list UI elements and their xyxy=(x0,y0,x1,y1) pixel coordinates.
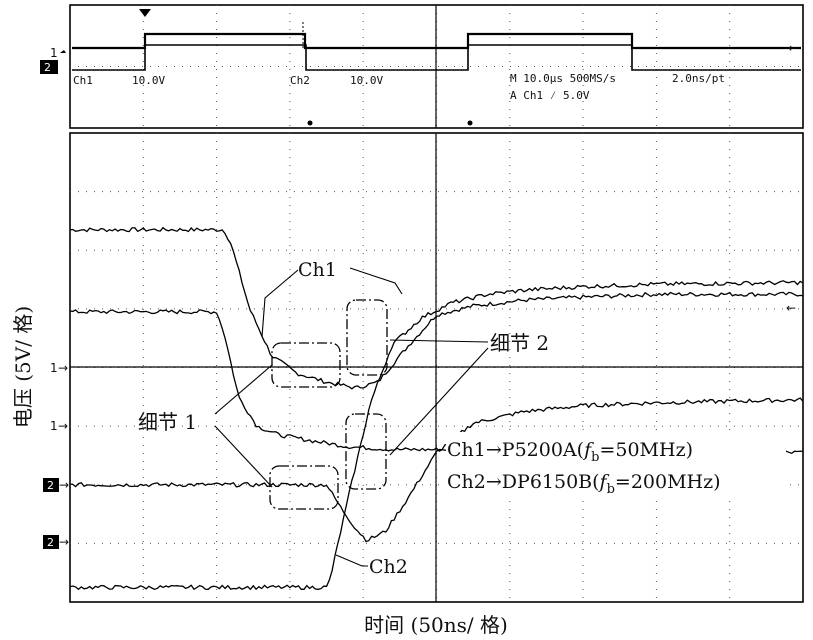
trace-series-3 xyxy=(69,280,804,591)
overview-marker-2: 2 xyxy=(44,61,51,74)
readout-trigger: A Ch1 ⁄ 5.0V xyxy=(510,89,590,102)
marker-2a: 2 xyxy=(47,479,54,492)
y-axis-label: 电压 (5V/ 格) xyxy=(11,306,35,428)
overview-marker-1: 1 xyxy=(50,46,58,60)
detail-2-box-upper xyxy=(346,299,388,376)
detail-2-box-lower xyxy=(345,413,387,490)
trace-series-0 xyxy=(69,226,804,390)
legend-ch2-f: f xyxy=(598,471,610,493)
label-detail-1: 细节 1 xyxy=(138,410,197,434)
label-ch2: Ch2 xyxy=(369,556,408,578)
marker-1a: 1 xyxy=(50,361,58,375)
label-ch1: Ch1 xyxy=(298,259,337,281)
readout-ch1-scale: 10.0V xyxy=(132,74,165,87)
annotation-leaders xyxy=(214,267,489,567)
svg-text:→: → xyxy=(58,361,68,375)
marker-1b: 1 xyxy=(50,419,58,433)
readout-ch1: Ch1 xyxy=(73,74,93,87)
legend: Ch1→P5200A(fb=50MHz) Ch2→DP6150B(fb=200M… xyxy=(446,432,786,498)
legend-ch1-probe: P5200A( xyxy=(502,439,584,461)
trigger-position-marker xyxy=(139,9,151,17)
label-detail-2: 细节 2 xyxy=(490,331,549,355)
marker-2b: 2 xyxy=(47,536,54,549)
svg-text:→: → xyxy=(59,478,69,492)
overview-marker-2-box xyxy=(40,60,58,74)
legend-ch1-f: f xyxy=(582,439,594,461)
overview-panel: 1 2 Ch1 10.0V Ch2 10.0V M 10.0μs 500MS/s… xyxy=(40,4,804,129)
overview-ch2-trace xyxy=(72,44,801,71)
channel-markers: 1 → 1 → 2 → 2 → ← xyxy=(43,301,796,549)
main-panel: Ch1 Ch2 细节 1 细节 2 Ch1→P5200A(fb=50MHz) C… xyxy=(11,132,804,637)
readout-ch2-scale: 10.0V xyxy=(350,74,383,87)
svg-text:→: → xyxy=(58,419,68,433)
legend-ch1-sub: b xyxy=(591,450,599,465)
x-axis-label: 时间 (50ns/ 格) xyxy=(364,613,508,637)
detail-1-box-lower xyxy=(269,465,339,510)
legend-ch2-bw: =200MHz) xyxy=(615,471,721,493)
readout-sample: 2.0ns/pt xyxy=(672,72,725,85)
overview-ch1-trace xyxy=(72,32,801,50)
svg-text:←: ← xyxy=(788,41,798,55)
legend-entry-ch2: Ch2→DP6150B(fb=200MHz) xyxy=(447,471,721,497)
legend-ch1-name: Ch1 xyxy=(447,439,486,461)
legend-ch2-sub: b xyxy=(607,482,615,497)
readout-ch2: Ch2 xyxy=(290,74,310,87)
legend-ch2-probe: DP6150B( xyxy=(502,471,600,493)
legend-entry-ch1: Ch1→P5200A(fb=50MHz) xyxy=(447,439,693,465)
svg-text:←: ← xyxy=(786,301,796,315)
trace-series-2 xyxy=(69,397,804,543)
legend-ch2-name: Ch2 xyxy=(447,471,486,493)
readout-timebase: M 10.0μs 500MS/s xyxy=(510,72,616,85)
legend-ch1-bw: =50MHz) xyxy=(599,439,693,461)
svg-text:→: → xyxy=(59,535,69,549)
